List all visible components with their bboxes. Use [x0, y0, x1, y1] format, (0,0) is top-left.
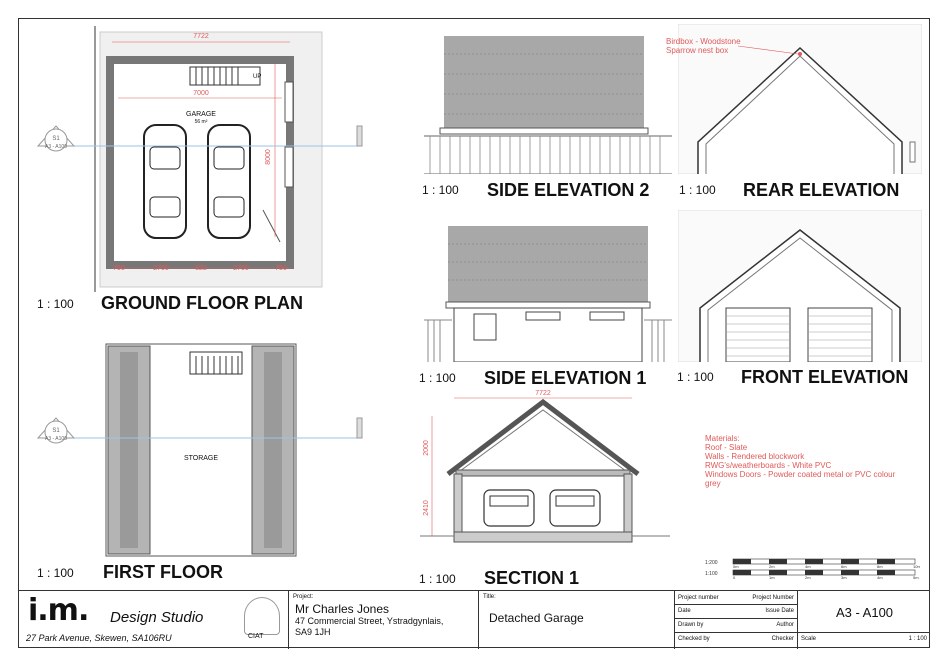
section-marker-ref: A3 - A100	[45, 436, 67, 442]
room-area: 56 m²	[195, 119, 208, 125]
stair-symbol	[189, 66, 261, 86]
first-floor-scale: 1 : 100	[37, 566, 74, 580]
birdbox-note: Birdbox - Woodstone Sparrow nest box	[666, 37, 741, 55]
sheet-number: A3 - A100	[835, 605, 894, 620]
scale-bar-tick: 0	[733, 575, 736, 580]
first-floor-title: FIRST FLOOR	[103, 562, 223, 582]
scale-bar-tick: 8m	[877, 564, 883, 569]
side-elevation-1-title: SIDE ELEVATION 1	[484, 368, 647, 388]
client-address-2: SA9 1JH	[295, 627, 331, 637]
car-right	[207, 124, 251, 239]
section-marker-first[interactable]: S1 A3 - A100	[36, 417, 76, 444]
section-marker-label: S1	[52, 136, 60, 142]
section-car-right	[549, 489, 601, 527]
project-label: Project:	[293, 594, 314, 600]
materials-note: Materials: Roof - Slate Walls - Rendered…	[705, 434, 896, 488]
dim-wall-height: 2410	[423, 500, 430, 516]
scale-label: Scale	[801, 636, 817, 642]
first-floor-plan: STORAGE S1 A3 - A100	[36, 343, 363, 557]
room-label-garage: GARAGE	[186, 111, 216, 118]
stair-up-label: UP	[253, 74, 261, 80]
scale-bar-tick: 2m	[769, 564, 775, 569]
scale-bar-tick: 4m	[805, 564, 811, 569]
ciat-label: CIAT	[248, 633, 264, 640]
scale-bar-tick: 1m	[769, 575, 775, 580]
scale-value: 1 : 100	[908, 636, 927, 642]
dim-d2: 2700	[153, 265, 169, 272]
section-car-left	[483, 489, 535, 527]
date-label: Date	[678, 608, 691, 614]
dim-d4: 2700	[233, 265, 249, 272]
side-elevation-2-scale: 1 : 100	[422, 183, 459, 197]
section-1-drawing: 7722 2000 2410	[420, 390, 670, 543]
title-block-project-cell: Project: Mr Charles Jones 47 Commercial …	[288, 591, 478, 649]
rear-elevation-scale: 1 : 100	[679, 183, 716, 197]
dim-roof-height: 2000	[423, 440, 430, 456]
dim-d5: 750	[275, 265, 287, 272]
dim-inner: 7000	[193, 90, 209, 97]
checked-by-value: Checker	[771, 636, 794, 642]
dim-d3: 822	[195, 265, 207, 272]
studio-name: Design Studio	[110, 609, 204, 626]
project-number-label: Project number	[678, 595, 719, 601]
ground-floor-scale: 1 : 100	[37, 297, 74, 311]
side-elevation-1-drawing	[424, 226, 672, 362]
client-name: Mr Charles Jones	[295, 602, 390, 616]
title-label: Title:	[483, 594, 496, 600]
section-marker-ref: A3 - A100	[45, 144, 67, 150]
car-left	[143, 124, 187, 239]
drawing-title: Detached Garage	[489, 611, 584, 625]
front-elevation-drawing	[678, 210, 922, 362]
studio-logo: i.m.	[28, 593, 89, 628]
drawn-by-value: Author	[776, 622, 794, 628]
title-block-title-cell: Title: Detached Garage	[478, 591, 674, 649]
side-elevation-2-title: SIDE ELEVATION 2	[487, 180, 650, 200]
section-1-title: SECTION 1	[484, 568, 580, 588]
client-address-1: 47 Commercial Street, Ystradgynlais,	[295, 616, 444, 626]
title-block-info-cell: Project number Project Number Date Issue…	[674, 591, 797, 649]
scale-bar-tick: 4m	[877, 575, 883, 580]
scale-bar-tick: 2m	[805, 575, 811, 580]
front-elevation-title: FRONT ELEVATION	[741, 367, 909, 387]
title-block-logo-cell: i.m. Design Studio 27 Park Avenue, Skewe…	[18, 591, 288, 649]
studio-address: 27 Park Avenue, Skewen, SA106RU	[26, 633, 172, 643]
section-marker-ground[interactable]: S1 A3 - A100	[36, 125, 76, 152]
scale-bar-1-label: 1:200	[705, 560, 718, 566]
date-value: Issue Date	[765, 608, 794, 614]
drawn-by-label: Drawn by	[678, 622, 704, 628]
dim-section-width: 7722	[535, 390, 551, 397]
scale-bar-tick: 0m	[733, 564, 739, 569]
dim-d1: 750	[113, 265, 125, 272]
title-block: i.m. Design Studio 27 Park Avenue, Skewe…	[18, 590, 930, 649]
rear-elevation-drawing	[678, 24, 922, 174]
checked-by-label: Checked by	[678, 636, 710, 642]
side-elevation-2-drawing	[424, 36, 672, 174]
dim-overall: 7722	[193, 33, 209, 40]
ciat-crest-icon	[244, 597, 280, 635]
title-block-sheet-cell: A3 - A100 Scale 1 : 100	[797, 591, 930, 649]
side-elevation-1-scale: 1 : 100	[419, 371, 456, 385]
scale-bar-tick: 10m	[913, 564, 920, 569]
room-label-storage: STORAGE	[184, 455, 218, 462]
rear-elevation-title: REAR ELEVATION	[743, 180, 900, 200]
dim-depth: 8000	[265, 149, 272, 165]
scale-bars: 1:200 1:100 0m 2m 4m 6m 8m 10m 0 1m 2m 3m 4m 5m	[705, 558, 920, 580]
ground-floor-plan: 7722 7000 8000 750 2700 822 2700 750 GAR…	[36, 26, 363, 292]
ground-floor-title: GROUND FLOOR PLAN	[101, 293, 303, 313]
scale-bar-tick: 5m	[913, 575, 919, 580]
scale-bar-2-label: 1:100	[705, 571, 718, 577]
front-elevation-scale: 1 : 100	[677, 370, 714, 384]
drawing-sheet	[18, 18, 930, 648]
scale-bar-tick: 6m	[841, 564, 847, 569]
section-1-scale: 1 : 100	[419, 572, 456, 586]
scale-bar-tick: 3m	[841, 575, 847, 580]
project-number-value: Project Number	[752, 595, 794, 601]
section-marker-label: S1	[52, 428, 60, 434]
